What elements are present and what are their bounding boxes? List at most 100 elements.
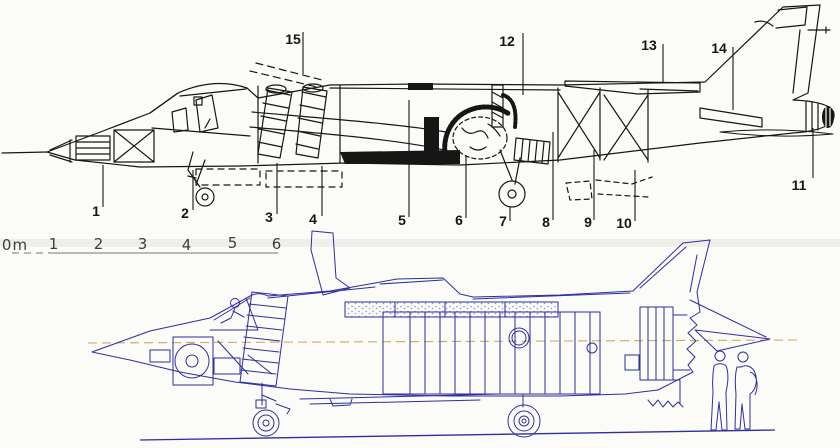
fuselage-outline <box>46 4 835 168</box>
ground-line <box>139 429 776 441</box>
f35-nose-wheel <box>252 409 280 437</box>
instrument-panel <box>171 107 211 133</box>
f35-nose-gear <box>255 382 291 415</box>
cockpit-structure <box>209 297 259 331</box>
rear-frames <box>557 87 649 163</box>
lift-fan <box>239 291 289 387</box>
tail-nozzle-cap <box>822 106 834 128</box>
tail-cap-stripes <box>825 107 831 127</box>
lift-intake-2 <box>302 83 324 93</box>
bottom-aircraft-cutaway <box>87 230 799 441</box>
nose-bay-hub <box>185 354 199 368</box>
stabilator-far-side <box>719 129 834 137</box>
person-2-body <box>734 365 758 430</box>
vectoring-nozzle <box>513 137 551 165</box>
callout-6-label: 6 <box>455 212 463 228</box>
fuel-band-dividers <box>394 301 506 318</box>
ejection-seat <box>193 94 219 133</box>
callout-4-label: 4 <box>309 211 317 227</box>
bottom-airframe-lineart <box>91 230 771 438</box>
scale-label-0m: 0m <box>2 236 28 254</box>
scale-label-6: 6 <box>272 235 283 253</box>
callout-labels: 1 2 3 4 5 6 7 8 9 10 11 12 13 14 15 <box>92 31 807 231</box>
person-2-head <box>737 351 749 363</box>
scale-label-3: 3 <box>138 235 149 253</box>
wing-root <box>564 80 701 95</box>
waterline-centerline <box>87 339 799 344</box>
callout-7-label: 7 <box>499 213 507 229</box>
tailcone-stripes <box>805 101 819 133</box>
ventral-dashed-details <box>565 176 653 201</box>
spine-inner-line <box>329 87 561 91</box>
black-keel-band <box>340 150 460 164</box>
lift-fan-door-open <box>310 230 351 296</box>
person-1-body <box>710 363 729 431</box>
top-filled-details <box>340 83 834 164</box>
f35-main-wheel-inner <box>518 415 530 427</box>
f35-main-wheel-hub <box>521 418 527 424</box>
main-wheel-hub <box>507 189 517 199</box>
fin-inner-lines <box>639 246 698 293</box>
lift-engine-2 <box>295 86 328 159</box>
callout-1-label: 1 <box>92 203 100 219</box>
wing-underside <box>299 393 501 407</box>
scale-label-4: 4 <box>182 236 193 254</box>
person-1-head <box>714 350 726 362</box>
scale-bar: 0m 1 2 3 4 5 6 <box>2 234 283 254</box>
callout-14-label: 14 <box>711 40 727 56</box>
f35-main-wheel-rim <box>513 410 535 432</box>
fuel-band <box>344 301 559 318</box>
scan-artifact-band <box>0 239 840 247</box>
engine-details <box>461 123 501 151</box>
pilot-body <box>220 307 245 324</box>
apu-duct <box>491 84 504 128</box>
door-outline-dashed-2 <box>265 170 343 188</box>
engine-core <box>452 116 508 160</box>
callout-2-label: 2 <box>181 205 189 221</box>
stabilator <box>699 107 763 128</box>
callout-3-label: 3 <box>265 209 273 225</box>
f35-stabilator <box>689 299 771 352</box>
scale-label-5: 5 <box>228 234 239 252</box>
nozzle-serrated-edge <box>657 311 701 391</box>
scale-label-1: 1 <box>49 235 60 253</box>
inlet-lines <box>217 340 273 375</box>
callout-9-label: 9 <box>584 214 592 230</box>
access-port-large <box>508 327 530 349</box>
pilot-head <box>230 298 240 308</box>
access-port-inner <box>511 330 527 346</box>
fin-details <box>754 6 831 94</box>
access-port-small <box>586 342 598 354</box>
f35-nose-wheel-hub <box>262 419 270 427</box>
main-wheel <box>498 180 526 208</box>
main-gear-strut <box>499 149 521 185</box>
dorsal-intake <box>408 83 433 90</box>
callout-5-label: 5 <box>398 212 406 228</box>
nose-equipment-boxes <box>149 336 241 386</box>
top-aircraft-cutaway: 1 2 3 4 5 6 7 8 9 10 11 12 13 14 15 <box>1 4 835 231</box>
curved-duct <box>501 93 518 129</box>
tail-hook-fairing <box>647 379 684 408</box>
nose-bay-disc <box>174 343 210 379</box>
f35-nose-wheel-rim <box>257 414 275 432</box>
nose-avionics-box <box>75 135 111 161</box>
door-outline-dashed-1 <box>195 168 261 186</box>
human-figures <box>710 350 758 431</box>
nose-wheel <box>195 187 215 207</box>
callout-13-label: 13 <box>641 37 657 53</box>
open-intake-door-dashed <box>249 62 323 88</box>
callout-10-label: 10 <box>616 215 632 231</box>
pitot-probe <box>1 151 48 154</box>
scale-label-2: 2 <box>94 235 105 253</box>
fuselage-frames <box>409 311 591 395</box>
f35-lower-outline <box>91 351 659 397</box>
engine-duct-hatched <box>442 104 512 161</box>
nose-wheel-hub <box>201 193 209 201</box>
f35-upper-outline <box>91 239 711 353</box>
callout-12-label: 12 <box>499 33 515 49</box>
lift-intake-1 <box>265 84 287 94</box>
callout-15-label: 15 <box>285 31 301 47</box>
